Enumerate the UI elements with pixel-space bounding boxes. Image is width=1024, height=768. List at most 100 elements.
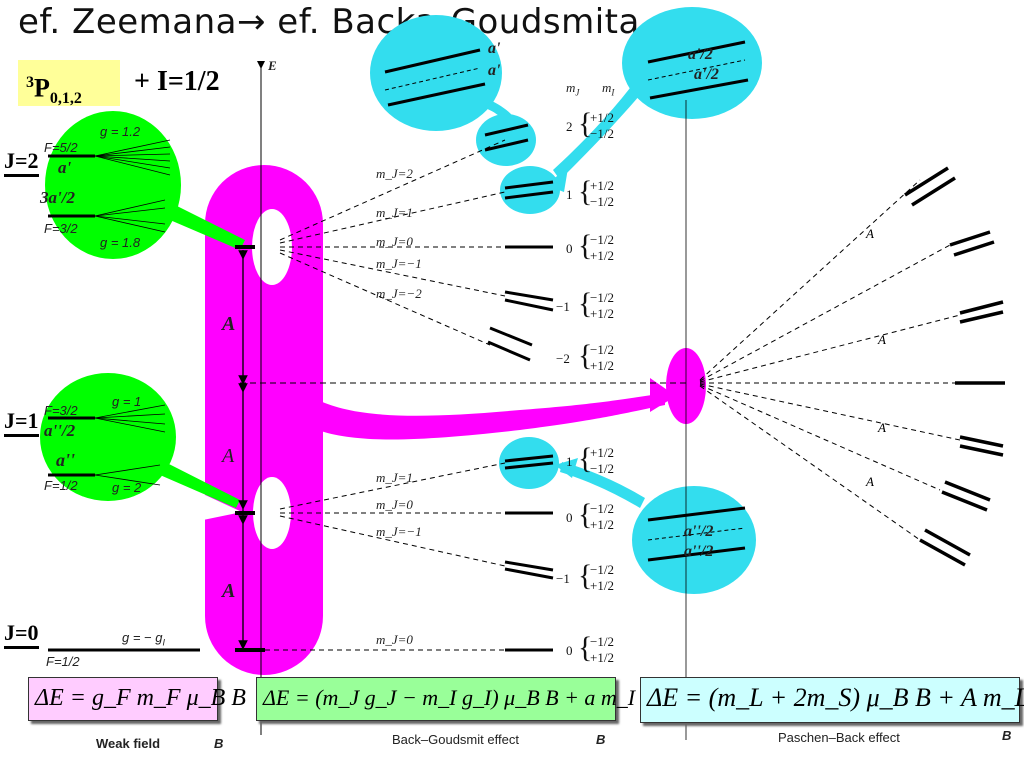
- group-mj: −2: [556, 351, 570, 366]
- bg-B-label: B: [596, 732, 606, 747]
- fs-A-1: A: [222, 313, 236, 335]
- group-mi: −1/2: [590, 634, 614, 649]
- bubble-tr-a1: a'/2: [688, 46, 713, 63]
- cyan-zoom-bottom: [499, 437, 756, 594]
- group-brace: {: [578, 339, 593, 372]
- group-mi: +1/2: [590, 445, 614, 460]
- j1-g-bottom: g = 2: [112, 480, 142, 495]
- group-mj: 1: [566, 187, 573, 202]
- green-j1-fans: [94, 404, 166, 486]
- j1-F-top: F=3/2: [44, 403, 78, 418]
- term-multiplicity: 3: [26, 74, 34, 91]
- mj-label: m_J=−2: [376, 286, 422, 301]
- group-mi: −1/2: [590, 290, 614, 305]
- group-mi: −1/2: [590, 562, 614, 577]
- nuclear-spin-label: + I=1/2: [134, 66, 220, 97]
- group-mi: +1/2: [590, 110, 614, 125]
- group-brace: {: [578, 175, 593, 208]
- weak-field-label: Weak field: [96, 736, 161, 751]
- pb-A-labels: AA AA: [865, 226, 886, 489]
- group-mi: −1/2: [590, 342, 614, 357]
- term-symbol: 3P0,1,2: [18, 60, 120, 107]
- group-mi: +1/2: [590, 578, 614, 593]
- group-mj: 2: [566, 119, 573, 134]
- j2-label: J=2: [4, 148, 39, 177]
- pb-B-label: B: [1002, 728, 1012, 743]
- j0-g: g = − gI: [122, 630, 165, 648]
- group-brace: {: [578, 559, 593, 592]
- bubble-tr-a2: a'/2: [694, 66, 719, 83]
- j2-g-bottom: g = 1.8: [100, 235, 141, 250]
- group-mi: −1/2: [590, 501, 614, 516]
- group-mj: −1: [556, 571, 570, 586]
- weak-B-label: B: [214, 736, 224, 751]
- cyan-zoom-top: [370, 7, 762, 214]
- group-mi: +1/2: [590, 178, 614, 193]
- group-mi: +1/2: [590, 517, 614, 532]
- j1-F-bottom: F=1/2: [44, 478, 78, 493]
- bubble-tl-a1: a': [488, 40, 501, 57]
- svg-text:A: A: [865, 474, 874, 489]
- fs-A-3: A: [222, 580, 236, 602]
- cyan-internal-mid: [384, 59, 746, 541]
- group-mj: 0: [566, 241, 573, 256]
- bg-fan-lines: [265, 139, 506, 651]
- slide-title: ef. Zeemana→ ef. Backa-Goudsmita: [18, 2, 640, 42]
- svg-text:A: A: [877, 420, 886, 435]
- mj-label: m_J=0: [376, 497, 413, 512]
- group-mi: +1/2: [590, 650, 614, 665]
- svg-text:A: A: [865, 226, 874, 241]
- formula-weak-field: ΔE = g_F m_F μ_B B: [28, 677, 246, 721]
- j0-label: J=0: [4, 620, 39, 649]
- group-mi: −1/2: [590, 126, 614, 141]
- j0-F: F=1/2: [46, 654, 80, 669]
- group-mj: 1: [566, 454, 573, 469]
- formula-back-goudsmit: ΔE = (m_J g_J − m_I g_I) μ_B B + a m_I m…: [256, 677, 677, 721]
- pb-fan-lines: [699, 179, 1005, 541]
- group-brace: {: [578, 498, 593, 531]
- term-base: P: [34, 73, 50, 103]
- group-mj: −1: [556, 299, 570, 314]
- group-brace: {: [578, 442, 593, 475]
- group-mi: +1/2: [590, 248, 614, 263]
- group-brace: {: [578, 229, 593, 262]
- group-brace: {: [578, 287, 593, 320]
- group-mi: +1/2: [590, 306, 614, 321]
- pb-effect-label: Paschen–Back effect: [778, 730, 900, 745]
- cyan-internal-levels: [384, 40, 749, 562]
- j1-g-top: g = 1: [112, 394, 142, 409]
- mj-label: m_J=1: [376, 205, 413, 220]
- group-mi: +1/2: [590, 358, 614, 373]
- group-mj: 0: [566, 510, 573, 525]
- bubble-br-a2: a''/2: [684, 543, 714, 560]
- bg-effect-label: Back–Goudsmit effect: [392, 732, 519, 747]
- group-mi: −1/2: [590, 194, 614, 209]
- bubble-tl-a2: a': [488, 62, 501, 79]
- bubble-br-a1: a''/2: [684, 523, 714, 540]
- group-mj: 0: [566, 643, 573, 658]
- green-zoom-j1: [40, 373, 242, 520]
- formula-paschen-back: ΔE = (m_L + 2m_S) μ_B B + A m_L m_S: [640, 677, 1024, 723]
- mj-label: m_J=1: [376, 470, 413, 485]
- j-levels: [235, 245, 265, 652]
- j2-F-top: F=5/2: [44, 140, 78, 155]
- j2-g-top: g = 1.2: [100, 124, 141, 139]
- group-brace: {: [578, 631, 593, 664]
- j2-split-b: 3a'/2: [40, 188, 75, 207]
- j2-F-bottom: F=3/2: [44, 221, 78, 236]
- col-header-mj: mJ: [566, 80, 580, 98]
- magenta-highlight: [205, 165, 706, 675]
- fs-A-2: A: [222, 445, 235, 467]
- mj-label: m_J=0: [376, 632, 413, 647]
- j1-split-b: a'': [56, 450, 76, 470]
- mj-label: m_J=−1: [376, 524, 422, 539]
- j2-split-a: a': [58, 158, 72, 177]
- green-j1-levels: [48, 416, 95, 477]
- term-subscript: 0,1,2: [49, 89, 82, 107]
- pb-levels: [904, 166, 1005, 567]
- mj-label: m_J=−1: [376, 256, 422, 271]
- j1-split-a: a''/2: [44, 421, 76, 440]
- bg-levels: [484, 123, 554, 652]
